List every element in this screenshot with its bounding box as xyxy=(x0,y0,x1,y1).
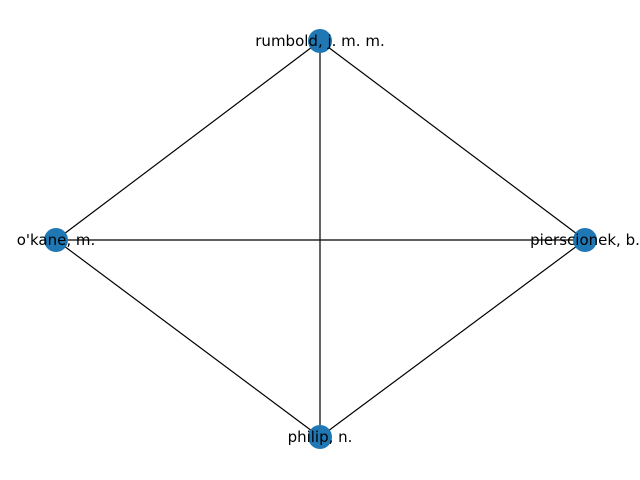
edge-layer xyxy=(55,40,586,438)
node-pierscionek xyxy=(573,228,597,252)
edge-rumbold-okane xyxy=(55,40,321,241)
node-okane xyxy=(44,228,68,252)
node-label-philip: philip, n. xyxy=(288,428,353,446)
node-label-rumbold: rumbold, j. m. m. xyxy=(255,32,384,50)
edge-rumbold-pierscionek xyxy=(319,40,586,241)
node-layer xyxy=(44,29,597,449)
edge-pierscionek-philip xyxy=(319,239,586,438)
label-layer: rumbold, j. m. m. o'kane, m. pierscionek, … xyxy=(17,32,640,446)
node-philip xyxy=(308,425,332,449)
node-label-pierscionek: pierscionek, b. xyxy=(530,231,640,249)
edge-okane-philip xyxy=(55,239,321,438)
node-rumbold xyxy=(308,29,332,53)
node-label-okane: o'kane, m. xyxy=(17,231,96,249)
